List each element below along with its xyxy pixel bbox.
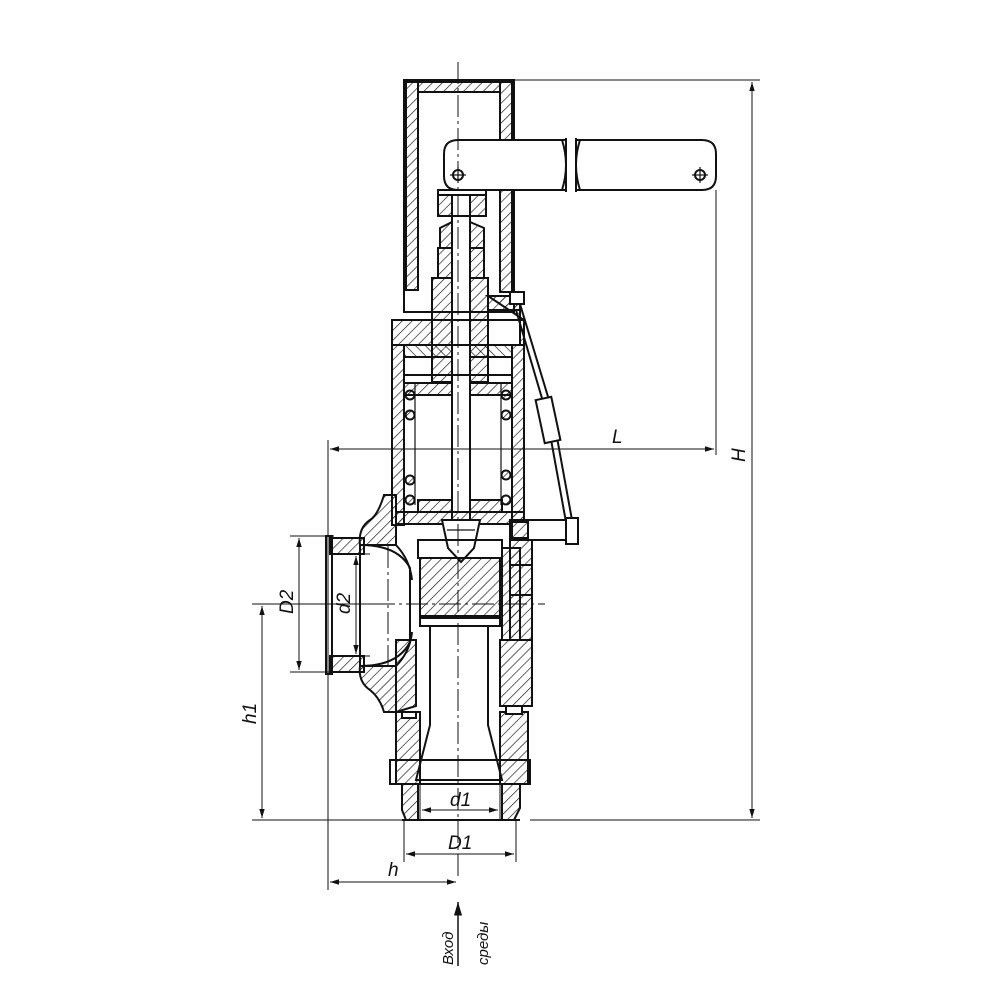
- label-D1: D1: [448, 833, 472, 854]
- dimension-lines: [252, 79, 760, 966]
- label-H: H: [729, 448, 750, 462]
- label-h1: h1: [240, 703, 261, 724]
- disc-assembly: [395, 499, 525, 617]
- label-d2: d2: [334, 592, 355, 614]
- label-D2: D2: [277, 589, 298, 614]
- label-d1: d1: [450, 790, 471, 811]
- test-wire: [487, 291, 579, 545]
- flow-direction-label: Вход среды: [440, 922, 492, 965]
- spring: [404, 382, 512, 506]
- label-L: L: [612, 427, 623, 448]
- dimension-labels: L H D2 d2 h1 d1 D1 h: [240, 427, 750, 881]
- nozzle: [414, 617, 504, 781]
- flow-label-line1: Вход: [440, 932, 457, 965]
- lever-handle: [437, 138, 717, 217]
- flow-label-line2: среды: [475, 922, 492, 965]
- bonnet: [391, 277, 525, 526]
- label-h: h: [388, 860, 399, 881]
